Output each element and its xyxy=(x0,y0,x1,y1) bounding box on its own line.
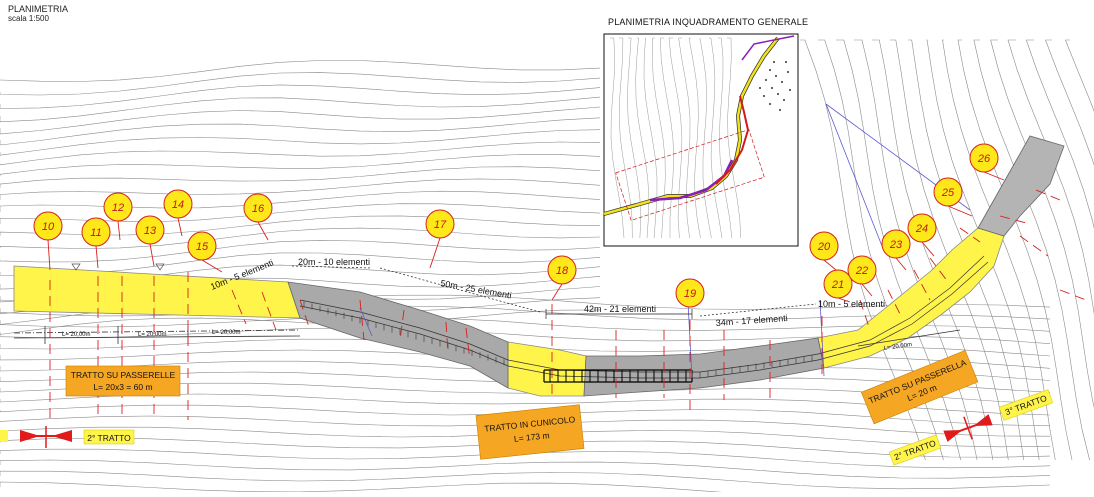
tag-left-text: 2° TRATTO xyxy=(87,433,131,443)
marker-label: 13 xyxy=(144,225,157,237)
cunicolo-ticks xyxy=(549,370,687,382)
label-seg2: 20m - 10 elementi xyxy=(298,257,370,267)
drawing-title: PLANIMETRIA xyxy=(8,4,69,14)
drawing-scale: scala 1:500 xyxy=(8,14,49,23)
marker-label: 15 xyxy=(196,241,209,253)
terrain-contours xyxy=(0,39,1094,497)
label-seg5: 34m - 17 elementi xyxy=(715,313,788,328)
marker-label: 19 xyxy=(684,288,696,300)
marker-12: 12 xyxy=(103,192,133,241)
inset-map xyxy=(603,33,799,247)
marker-17: 17 xyxy=(425,209,455,269)
marker-24: 24 xyxy=(907,213,937,257)
survey-triangles xyxy=(71,263,165,271)
label-span1: L= 20,00m xyxy=(62,332,91,338)
passerelle-title: TRATTO SU PASSERELLE xyxy=(71,370,176,380)
marker-label: 12 xyxy=(112,202,124,214)
info-box-passerelle: TRATTO SU PASSERELLE L= 20x3 = 60 m xyxy=(65,365,181,397)
dimension-lines xyxy=(291,265,817,319)
marker-label: 25 xyxy=(941,187,955,199)
marker-26: 26 xyxy=(969,143,1005,181)
marker-label: 14 xyxy=(172,199,184,211)
label-span3: L= 20,00m xyxy=(212,330,241,336)
marker-label: 16 xyxy=(252,203,265,215)
inset-hatched-area xyxy=(759,61,791,111)
section-markers: 10 11 12 13 14 15 16 17 18 19 20 21 22 23 24 25 26 xyxy=(33,143,1005,308)
marker-label: 17 xyxy=(434,219,447,231)
section-cuts xyxy=(49,189,1087,420)
marker-label: 18 xyxy=(556,265,569,277)
marker-label: 22 xyxy=(855,265,868,277)
label-seg4: 42m - 21 elementi xyxy=(584,304,656,314)
cunicolo-length: L= 173 m xyxy=(513,430,550,444)
tag-left-2-tratto: 2° TRATTO xyxy=(0,426,135,448)
track-ticks xyxy=(303,301,813,378)
marker-11: 11 xyxy=(81,217,111,269)
marker-label: 26 xyxy=(977,153,991,165)
marker-label: 10 xyxy=(42,221,55,233)
marker-label: 20 xyxy=(817,241,831,253)
marker-label: 24 xyxy=(915,223,928,235)
marker-label: 23 xyxy=(889,239,903,251)
marker-14: 14 xyxy=(163,189,193,237)
marker-13: 13 xyxy=(135,215,165,267)
marker-25: 25 xyxy=(933,177,973,217)
marker-10: 10 xyxy=(33,211,63,271)
label-span2: L= 20,00m xyxy=(138,332,167,338)
marker-20: 20 xyxy=(809,231,839,271)
marker-label: 21 xyxy=(831,279,844,291)
info-box-passerella: TRATTO SU PASSERELLA L= 20 m xyxy=(860,349,979,425)
info-box-cunicolo: TRATTO IN CUNICOLO L= 173 m xyxy=(475,404,585,460)
marker-15: 15 xyxy=(187,231,223,273)
label-span4: L= 20,00m xyxy=(883,342,912,352)
marker-19: 19 xyxy=(675,278,705,308)
label-seg6: 10m - 5 elementi xyxy=(818,299,885,309)
marker-22: 22 xyxy=(847,255,877,297)
marker-16: 16 xyxy=(243,193,273,241)
marker-18: 18 xyxy=(547,255,577,301)
walkway-axis xyxy=(13,326,961,347)
inset-title: PLANIMETRIA INQUADRAMENTO GENERALE xyxy=(608,17,809,27)
marker-21: 21 xyxy=(823,269,853,303)
marker-label: 11 xyxy=(90,227,101,239)
passerelle-length: L= 20x3 = 60 m xyxy=(93,382,152,392)
marker-23: 23 xyxy=(881,229,911,271)
